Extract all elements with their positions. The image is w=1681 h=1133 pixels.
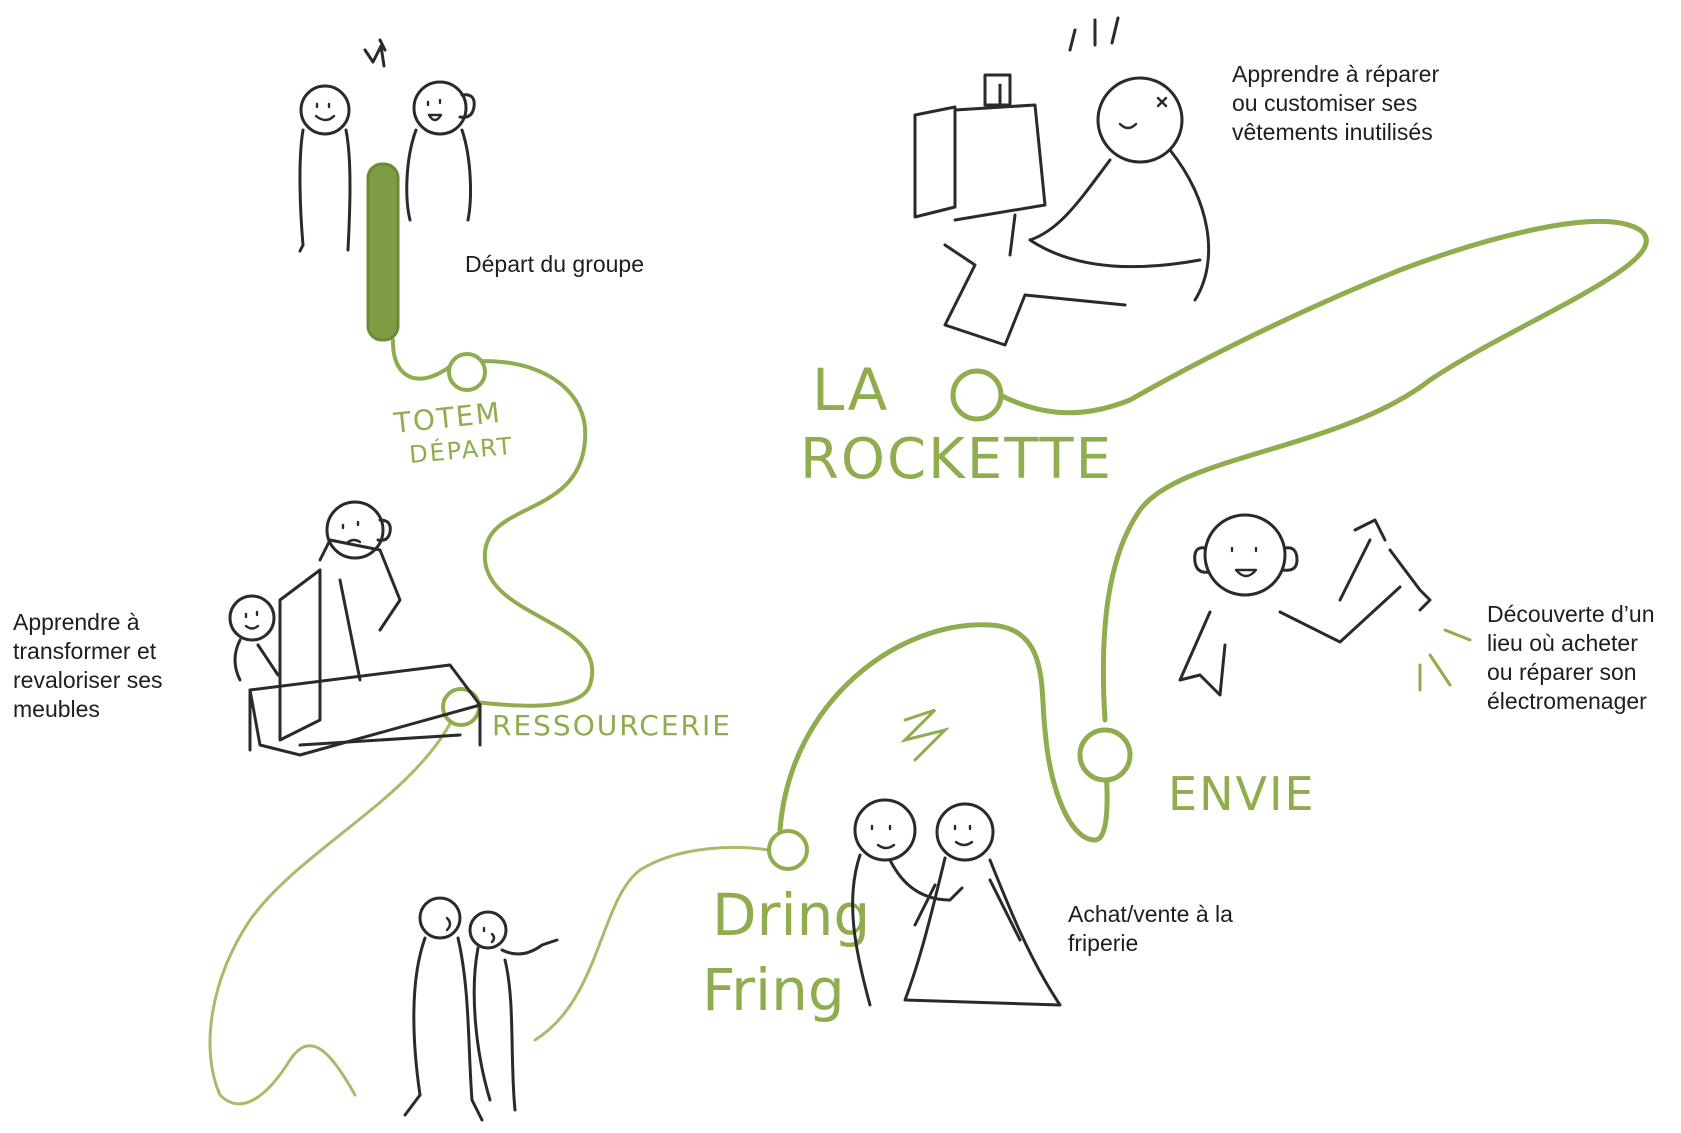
route-path-to-envie: [777, 622, 1110, 843]
person-holding-wrench-illustration: [1178, 513, 1472, 697]
stop-marker-envie: [1077, 727, 1133, 783]
two-people-walking-illustration: [403, 896, 559, 1122]
stop-label-la-rockette-line1: LA: [812, 356, 889, 424]
stop-label-ressourcerie: RESSOURCERIE: [492, 709, 732, 742]
caption-rockette: Apprendre à réparer ou customiser ses vê…: [1232, 61, 1440, 145]
route-path-to-dringfring: [533, 845, 770, 1042]
caption-ressourcerie: Apprendre à transformer et revaloriser s…: [13, 609, 163, 722]
route-path-main: [390, 338, 595, 708]
route-path-to-rockette: [997, 218, 1649, 723]
stop-label-dring-fring-line2: Fring: [702, 956, 845, 1024]
caption-envie: Découverte d’un lieu où acheter ou répar…: [1487, 601, 1655, 714]
stop-label-envie: ENVIE: [1168, 767, 1316, 821]
stop-marker-totem: [447, 352, 487, 392]
people-sawing-furniture-illustration: [228, 500, 482, 757]
two-people-greeting-illustration: [298, 38, 476, 253]
stop-marker-la-rockette: [950, 368, 1004, 422]
caption-friperie: Achat/vente à la friperie: [1068, 901, 1233, 956]
stop-label-dring-fring-line1: Dring: [712, 881, 870, 949]
person-sewing-at-machine-illustration: [913, 16, 1211, 347]
route-path-lower: [208, 718, 454, 1106]
caption-depart: Départ du groupe: [465, 251, 645, 277]
stop-marker-dring-fring: [767, 829, 809, 871]
stop-label-la-rockette-line2: ROCKETTE: [800, 427, 1113, 492]
totem-marker: [366, 162, 400, 342]
two-people-exchanging-clothes-illustration: [851, 708, 1062, 1007]
